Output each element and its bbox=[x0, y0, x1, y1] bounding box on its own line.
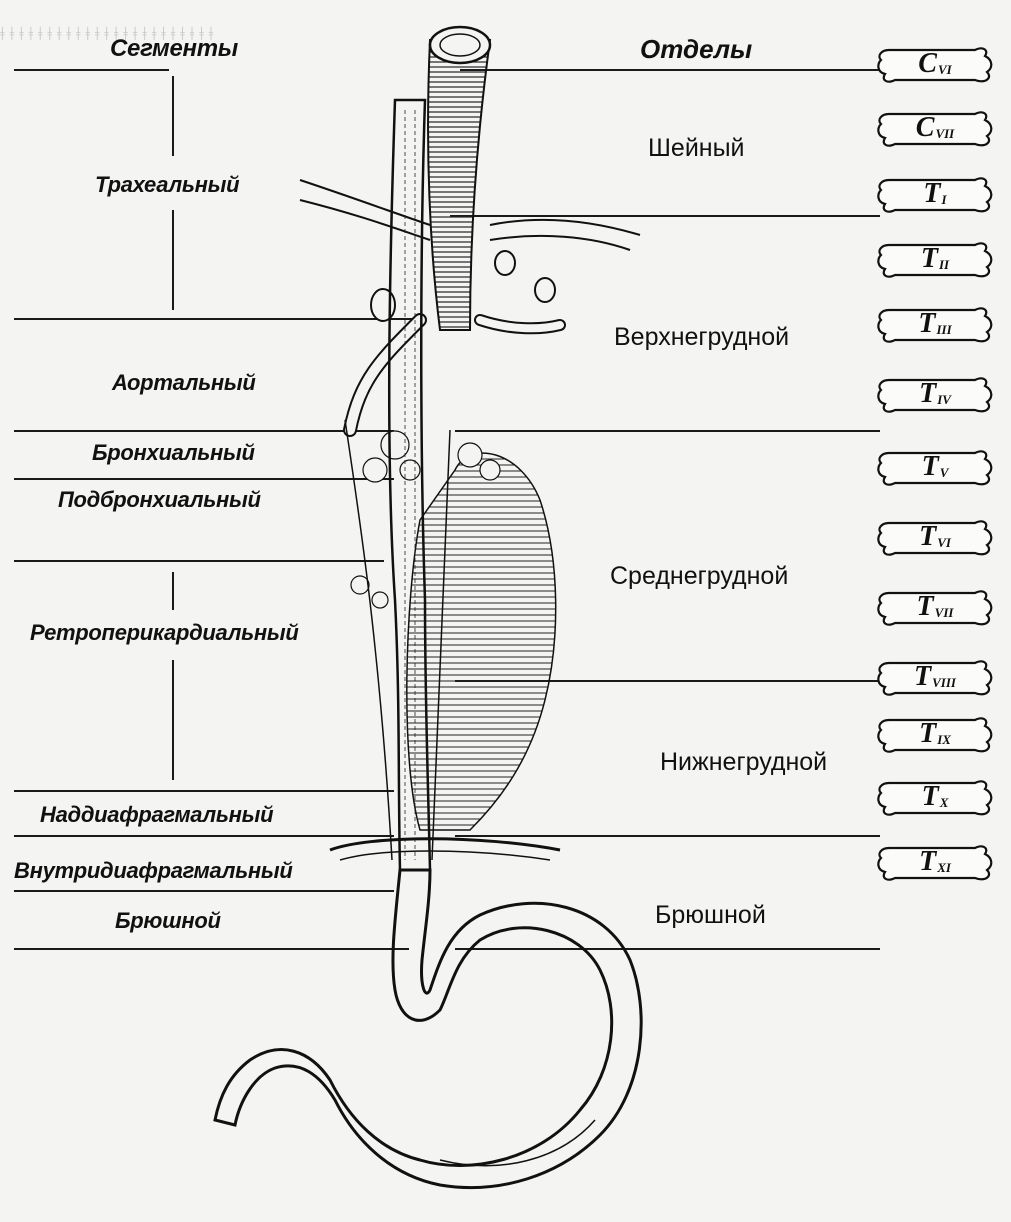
segments-header: Сегменты bbox=[110, 35, 238, 63]
divisions-header: Отделы bbox=[640, 34, 752, 65]
vertebra-number: VII bbox=[935, 605, 954, 621]
vertebra-letter: T bbox=[922, 781, 939, 813]
segment-label-retropericardial: Ретроперикардиальный bbox=[30, 620, 299, 646]
diaphragm bbox=[330, 839, 560, 850]
vertebra-letter: C bbox=[918, 48, 937, 80]
segment-label-abdominal: Брюшной bbox=[115, 908, 221, 934]
segment-label-subbronchial: Подбронхиальный bbox=[58, 487, 261, 513]
trachea bbox=[428, 40, 490, 330]
division-label-cervical: Шейный bbox=[648, 134, 745, 163]
pericardium-region bbox=[407, 453, 556, 830]
stomach bbox=[215, 870, 641, 1188]
vertebra-letter: C bbox=[916, 112, 935, 144]
vertebra-number: VI bbox=[937, 535, 951, 551]
vertebra-number: VI bbox=[938, 62, 952, 78]
vertebra-letter: T bbox=[914, 661, 931, 693]
vertebra-number: III bbox=[936, 322, 951, 338]
vertebra-letter: T bbox=[917, 591, 934, 623]
vertebra-letter: T bbox=[919, 718, 936, 750]
segment-label-intradiaphragmatic: Внутридиафрагмальный bbox=[14, 858, 293, 884]
vertebra-number: X bbox=[940, 795, 949, 811]
vertebra-letter: T bbox=[919, 846, 936, 878]
segment-label-aortic: Аортальный bbox=[112, 370, 256, 396]
vertebra-number: I bbox=[942, 192, 947, 208]
vertebra-number: XI bbox=[937, 860, 951, 876]
vertebra-letter: T bbox=[918, 308, 935, 340]
vertebra-number: IV bbox=[937, 392, 951, 408]
segment-label-bronchial: Бронхиальный bbox=[92, 440, 255, 466]
division-label-lower-thoracic: Нижнегрудной bbox=[660, 748, 827, 777]
vertebra-letter: T bbox=[923, 178, 940, 210]
vertebra-letter: T bbox=[919, 521, 936, 553]
segment-label-tracheal: Трахеальный bbox=[95, 172, 239, 198]
vertebra-letter: T bbox=[922, 451, 939, 483]
vertebra-number: VIII bbox=[932, 675, 956, 691]
vertebra-number: V bbox=[940, 465, 949, 481]
division-label-middle-thoracic: Среднегрудной bbox=[610, 562, 788, 591]
vertebra-number: VII bbox=[935, 126, 954, 142]
division-label-abdominal: Брюшной bbox=[655, 901, 766, 930]
division-label-upper-thoracic: Верхнегрудной bbox=[614, 323, 789, 352]
vertebra-number: II bbox=[939, 257, 949, 273]
vertebra-letter: T bbox=[919, 378, 936, 410]
segment-label-supradiaphragmatic: Наддиафрагмальный bbox=[40, 802, 273, 828]
vertebra-letter: T bbox=[921, 243, 938, 275]
vertebra-number: IX bbox=[937, 732, 951, 748]
